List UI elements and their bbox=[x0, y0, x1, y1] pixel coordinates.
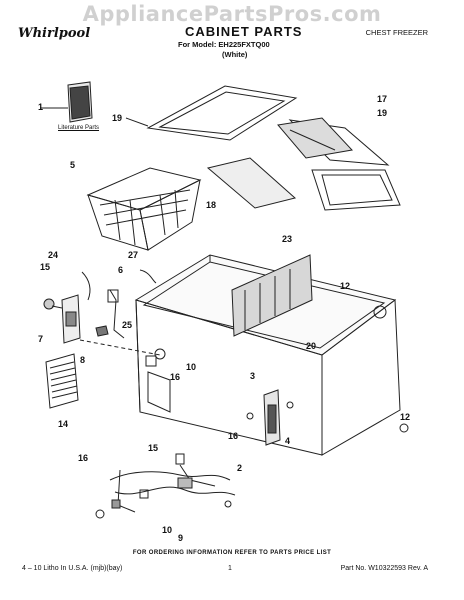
callout-24: 24 bbox=[48, 250, 59, 260]
callout-27: 27 bbox=[128, 250, 139, 260]
ordering-info: FOR ORDERING INFORMATION REFER TO PARTS … bbox=[132, 550, 332, 556]
callout-9: 9 bbox=[178, 533, 184, 543]
callout-5: 5 bbox=[70, 160, 76, 170]
callout-23: 23 bbox=[282, 234, 293, 244]
trim-strip bbox=[206, 157, 297, 209]
callout-15: 15 bbox=[40, 262, 51, 272]
brand-logo: Whirlpool bbox=[18, 26, 91, 41]
color-line: (White) bbox=[222, 50, 248, 59]
literature-booklet bbox=[40, 81, 93, 123]
callout-16-mid: 16 bbox=[228, 431, 239, 441]
divider-panel bbox=[231, 254, 313, 337]
callout-25: 25 bbox=[122, 320, 133, 330]
callout-20: 20 bbox=[306, 341, 317, 351]
control-housing bbox=[43, 294, 81, 344]
light-switch bbox=[145, 348, 166, 367]
category-label: CHEST FREEZER bbox=[365, 28, 428, 37]
vent-grille bbox=[45, 353, 79, 409]
callout-16-top: 16 bbox=[170, 372, 181, 382]
litho-info: 4 – 10 Litho In U.S.A. (mjb)(bay) bbox=[22, 565, 123, 572]
callout-10-top: 10 bbox=[186, 362, 197, 372]
wire-harness bbox=[95, 453, 236, 519]
callout-1: 1 bbox=[38, 102, 44, 112]
literature-label: Literature Parts bbox=[58, 125, 100, 131]
callout-16-bottom: 16 bbox=[78, 453, 89, 463]
callout-3: 3 bbox=[250, 371, 256, 381]
callout-7: 7 bbox=[38, 334, 44, 344]
watermark: AppliancePartsPros.com bbox=[82, 2, 382, 26]
callout-2: 2 bbox=[237, 463, 243, 473]
lid-liner-frame bbox=[125, 85, 298, 141]
callout-18: 18 bbox=[206, 200, 217, 210]
callout-10-bottom: 10 bbox=[162, 525, 173, 535]
callout-6: 6 bbox=[118, 265, 124, 275]
callout-12-bottom: 12 bbox=[400, 412, 411, 422]
callout-14: 14 bbox=[58, 419, 69, 429]
model-line: For Model: EH225FXTQ00 bbox=[178, 40, 270, 49]
callout-4: 4 bbox=[285, 436, 291, 446]
callout-19-left: 19 bbox=[112, 113, 123, 123]
callout-8: 8 bbox=[80, 355, 86, 365]
page-number: 1 bbox=[228, 565, 232, 572]
gasket-strip bbox=[277, 117, 353, 159]
callout-15-bottom: 15 bbox=[148, 443, 159, 453]
callout-19-right: 19 bbox=[377, 108, 388, 118]
hole-plug bbox=[373, 305, 387, 319]
callout-12-top: 12 bbox=[340, 281, 351, 291]
callout-17: 17 bbox=[377, 94, 388, 104]
part-number: Part No. W10322593 Rev. A bbox=[340, 565, 428, 572]
hinge-assembly bbox=[246, 389, 294, 446]
page-title: CABINET PARTS bbox=[185, 24, 303, 39]
storage-basket bbox=[86, 167, 202, 251]
